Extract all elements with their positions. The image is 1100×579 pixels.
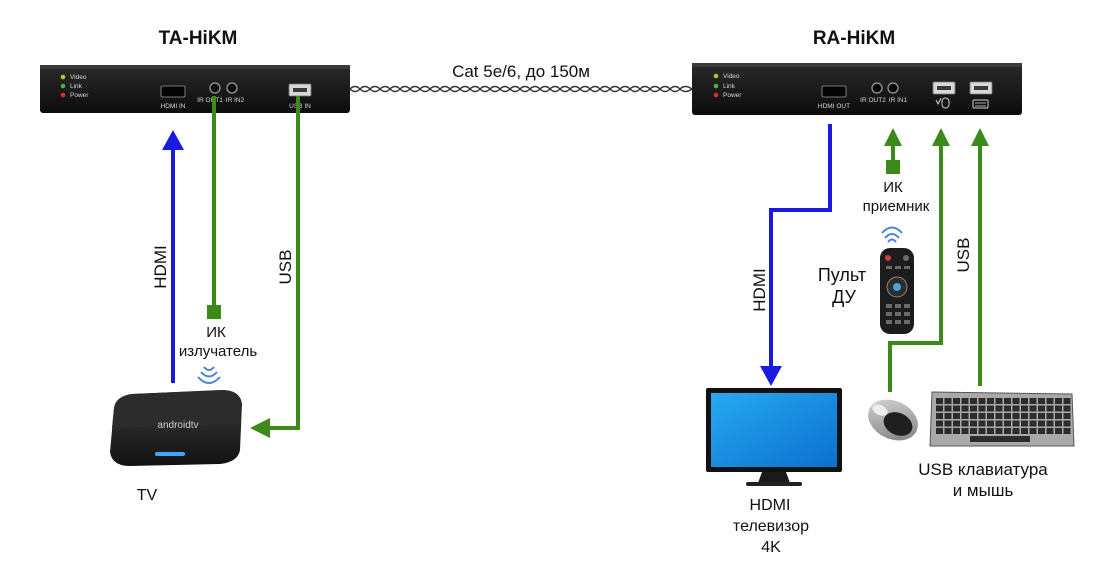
power-led-icon — [60, 92, 66, 98]
ir-out1-jack-icon — [209, 82, 221, 94]
keyboard-icon — [929, 391, 1075, 447]
transmitter-title: TA-HiKM — [159, 28, 238, 49]
monitor-caption-2: телевизор — [733, 518, 809, 535]
usb-line-left — [268, 96, 300, 430]
tvbox-brand: androidtv — [157, 420, 198, 431]
port-label-ir-in1: IR IN1 — [889, 97, 908, 104]
remote-label-1: Пульт — [818, 265, 866, 285]
receiver-unit: RA-HiKM Video Link Power HDMI OUT IR OUT… — [692, 28, 1022, 115]
monitor-caption-1: HDMI — [750, 497, 791, 514]
keyboard-glyph-icon — [972, 99, 989, 109]
cat-cable: Cat 5e/6, до 150м — [349, 62, 693, 93]
hdmi-label-left: HDMI — [151, 245, 170, 288]
mouse-glyph-icon — [935, 97, 950, 109]
port-label-hdmi-out: HDMI OUT — [818, 103, 850, 110]
ir-in1-jack-icon — [887, 82, 899, 94]
android-tv-box: androidtv — [110, 390, 242, 466]
port-label-ir-in2: IR IN2 — [226, 97, 245, 104]
led-label-power: Power — [70, 92, 89, 99]
kbm-caption-1: USB клавиатура — [918, 460, 1048, 479]
link-led-icon — [713, 83, 719, 89]
hdmi-line-right — [769, 124, 832, 368]
led-label-power: Power — [723, 92, 742, 99]
mouse-icon — [868, 399, 918, 441]
port-label-ir-out1: IR OUT1 — [197, 97, 223, 104]
monitor-icon — [706, 388, 842, 486]
video-led-icon — [60, 74, 66, 80]
usb-label-right: USB — [954, 238, 973, 273]
usb-arrow-left-icon — [250, 418, 270, 438]
cable-label: Cat 5e/6, до 150м — [452, 62, 590, 81]
transmitter-box — [40, 65, 350, 113]
led-label-video: Video — [70, 74, 87, 81]
remote-label-2: ДУ — [832, 287, 856, 307]
led-label-video: Video — [723, 73, 740, 80]
hdmi-out-port-icon — [821, 85, 847, 98]
hdmi-arrow-down-icon — [760, 366, 782, 386]
ir-waves-left-icon — [197, 366, 221, 384]
link-led-icon — [60, 83, 66, 89]
usb-label-left: USB — [276, 250, 295, 285]
power-led-icon — [713, 92, 719, 98]
ir-emitter-label-2: излучатель — [179, 343, 257, 360]
port-label-hdmi-in: HDMI IN — [161, 103, 186, 110]
receiver-title: RA-HiKM — [813, 28, 895, 49]
led-label-link: Link — [70, 83, 83, 90]
monitor-caption-3: 4K — [761, 539, 781, 556]
usb-keyboard-arrow-icon — [971, 128, 989, 146]
hdmi-label-right: HDMI — [750, 268, 769, 311]
ir-out2-jack-icon — [871, 82, 883, 94]
usb-mouse-arrow-icon — [932, 128, 950, 146]
ir-waves-right-icon — [881, 226, 903, 243]
ir-receiver-label-2: приемник — [863, 198, 930, 215]
ir-receiver-arrow-icon — [884, 128, 902, 146]
ir-receiver-label-1: ИК — [883, 179, 903, 196]
port-label-ir-out2: IR OUT2 — [860, 97, 886, 104]
hdmi-arrow-up-icon — [162, 130, 184, 150]
kbm-caption-2: и мышь — [953, 481, 1014, 500]
port-label-usb-in: USB IN — [289, 103, 311, 110]
tvbox-led-icon — [155, 452, 185, 456]
led-label-link: Link — [723, 83, 736, 90]
transmitter-unit: TA-HiKM Video Link Power HDMI IN IR OUT1… — [40, 28, 350, 113]
ir-receiver-head-icon — [886, 160, 900, 174]
usb-mouse-line — [888, 146, 943, 392]
ir-emitter-label-1: ИК — [206, 324, 226, 341]
ir-emitter-head-icon — [207, 305, 221, 319]
ir-in2-jack-icon — [226, 82, 238, 94]
tvbox-caption: TV — [137, 487, 158, 504]
video-led-icon — [713, 73, 719, 79]
hdmi-in-port-icon — [160, 85, 186, 98]
remote-control-icon — [880, 248, 914, 334]
